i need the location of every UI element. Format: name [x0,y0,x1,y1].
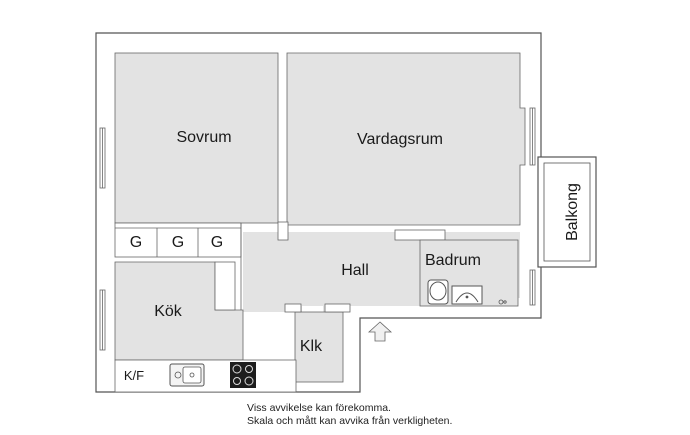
label-balkong: Balkong [564,183,581,241]
toilet-icon [427,279,449,305]
disclaimer-line-1: Viss avvikelse kan förekomma. [247,402,391,414]
wardrobe-label-3: G [211,234,223,251]
label-hall: Hall [341,262,369,279]
klk-wall-right [324,303,351,313]
klk-wall-left [284,303,302,313]
wardrobe-strip [114,222,242,258]
room-klk [294,311,344,383]
window-icon [99,107,536,351]
washbasin-icon [451,285,483,305]
stove-icon [230,362,256,388]
hall-wall-stub-right [394,229,446,241]
label-vardagsrum: Vardagsrum [357,131,443,148]
kok-wall-block [214,261,236,311]
room-sovrum [114,52,279,224]
hall-wall-stub-left [277,221,289,241]
room-vardagsrum [286,52,526,226]
kitchen-counter [114,359,297,393]
label-kok: Kök [154,303,183,320]
label-klk: Klk [300,338,323,355]
fridge-freezer-label: K/F [124,368,144,383]
disclaimer-line-2: Skala och mått kan avvika från verklighe… [247,415,453,427]
drain-icon [498,299,507,305]
label-badrum: Badrum [425,252,481,269]
label-sovrum: Sovrum [176,129,231,146]
sink-icon [169,363,205,387]
entrance-arrow-icon [367,321,393,342]
wardrobe-label-2: G [172,234,184,251]
wardrobe-label-1: G [130,234,142,251]
disclaimer: Viss avvikelse kan förekomma. Skala och … [247,402,452,428]
